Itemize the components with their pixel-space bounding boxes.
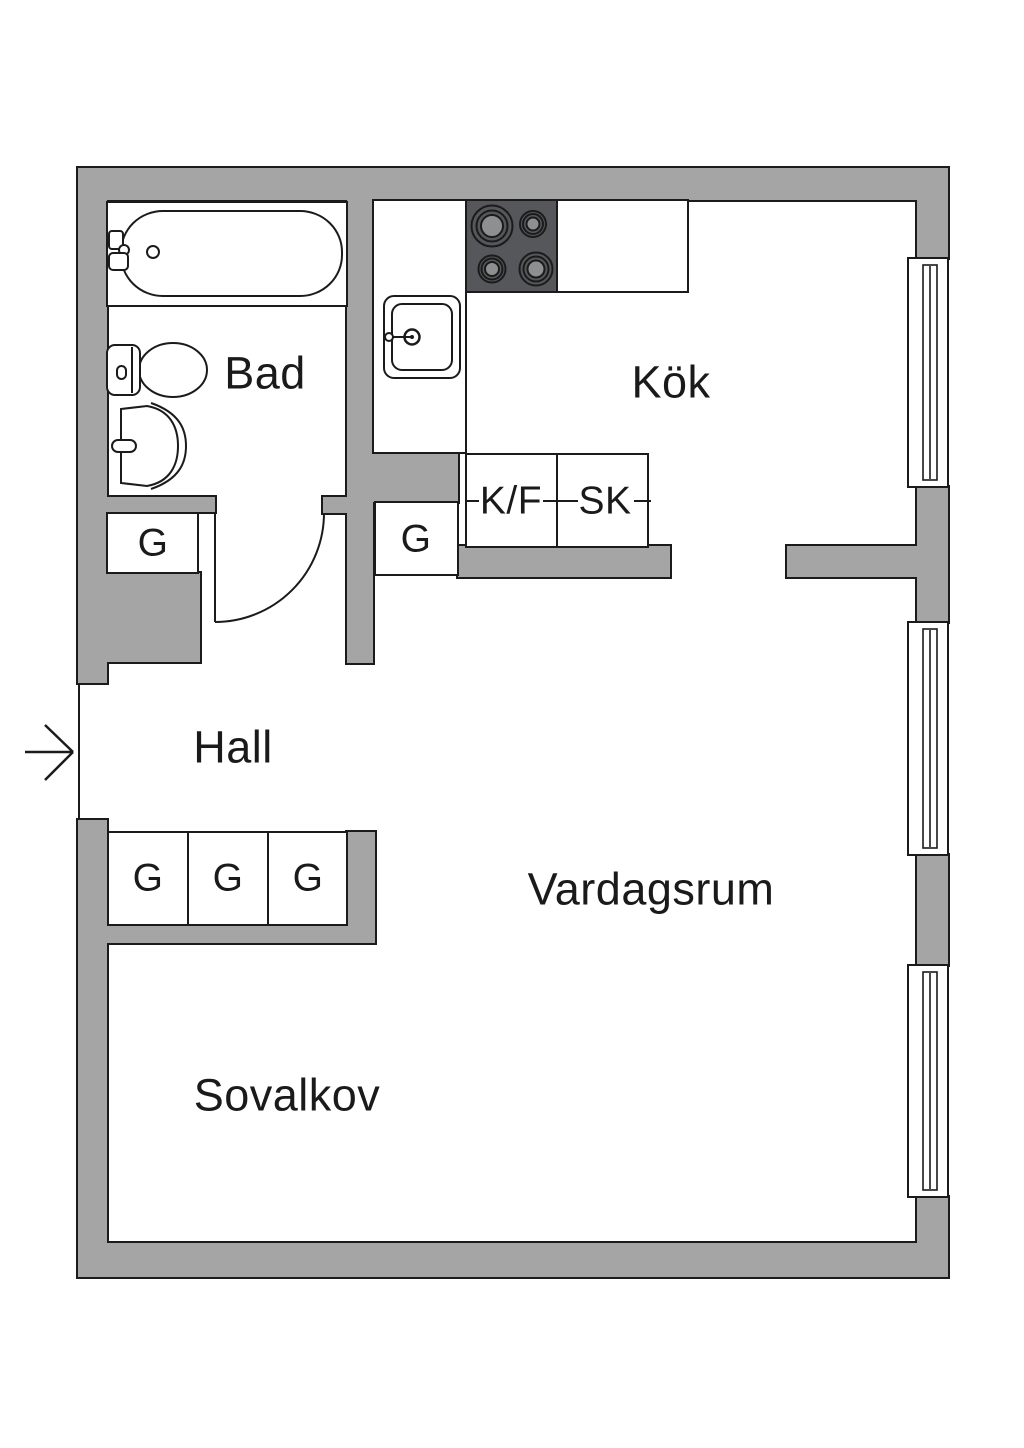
wall-segment bbox=[347, 832, 375, 938]
room-label-sleeping-alcove: Sovalkov bbox=[194, 1070, 381, 1121]
wall-segment bbox=[917, 855, 948, 965]
wardrobe-box bbox=[374, 501, 459, 576]
wardrobe-label: G bbox=[401, 518, 432, 561]
label-backing bbox=[578, 477, 634, 525]
bathroom-sink bbox=[111, 402, 188, 490]
wardrobe-label: G bbox=[293, 857, 324, 900]
wardrobe-label: G bbox=[133, 857, 164, 900]
fridge-freezer-label: K/F bbox=[480, 480, 542, 523]
burner-ring bbox=[470, 204, 514, 248]
burner bbox=[484, 261, 500, 277]
wall-segment bbox=[107, 573, 200, 662]
toilet-button bbox=[116, 365, 127, 380]
room-label-bathroom: Bad bbox=[224, 348, 306, 399]
bathtub-area bbox=[106, 201, 348, 307]
cabinet-label: SK bbox=[578, 480, 631, 523]
burner-ring bbox=[519, 210, 547, 238]
burner-ring bbox=[477, 254, 507, 284]
burner bbox=[526, 259, 546, 279]
window-kitchen bbox=[907, 257, 949, 488]
burner bbox=[525, 216, 541, 232]
wall-segment bbox=[107, 497, 215, 512]
sink-tap-head bbox=[403, 328, 421, 346]
room-label-hall: Hall bbox=[193, 722, 273, 773]
wardrobe-label: G bbox=[213, 857, 244, 900]
walls bbox=[76, 166, 950, 1279]
kitchen-sink bbox=[383, 295, 461, 379]
window-living-upper bbox=[907, 621, 949, 856]
room-label-living-room: Vardagsrum bbox=[528, 864, 775, 915]
window-living-lower bbox=[907, 964, 949, 1198]
wall-segment bbox=[78, 820, 107, 1277]
sink-outer-rim bbox=[150, 402, 188, 490]
sink-tap-dot bbox=[410, 335, 414, 339]
burner-ring bbox=[518, 251, 554, 287]
toilet-bowl bbox=[138, 342, 208, 398]
wall-segment bbox=[323, 497, 347, 513]
wardrobe-box bbox=[106, 512, 199, 574]
stove bbox=[465, 199, 558, 293]
kitchen-cabinets: K/F SK bbox=[465, 453, 651, 548]
wall-segment bbox=[458, 546, 670, 577]
sink-basin bbox=[120, 404, 180, 488]
wall-segment bbox=[787, 546, 917, 577]
bathtub-drain bbox=[146, 245, 160, 259]
burner-ring bbox=[475, 209, 509, 243]
wall-segment bbox=[78, 168, 107, 683]
entry-arrow-icon bbox=[25, 724, 74, 781]
door-swing-arc bbox=[214, 512, 325, 623]
wall-segment bbox=[373, 453, 458, 502]
wardrobe-label: G bbox=[138, 522, 169, 565]
burner bbox=[480, 214, 504, 238]
wall-segment bbox=[107, 925, 375, 943]
bathtub-faucet bbox=[108, 230, 124, 250]
sink-tap-base bbox=[384, 332, 394, 342]
wall-segment bbox=[78, 168, 948, 200]
wall-segment bbox=[917, 487, 948, 622]
bathroom-door bbox=[214, 512, 325, 623]
room-labels: Bad Kök Hall Vardagsrum Sovalkov bbox=[193, 348, 774, 1121]
room-label-kitchen: Kök bbox=[631, 357, 710, 408]
bathtub-faucet bbox=[108, 252, 129, 271]
wardrobe-box bbox=[107, 831, 189, 926]
burner-ring bbox=[522, 255, 550, 283]
wall-segment bbox=[917, 168, 948, 258]
wall-segment bbox=[917, 1197, 948, 1277]
wardrobe-box bbox=[267, 831, 348, 926]
label-backing bbox=[479, 477, 543, 525]
burner-ring bbox=[522, 213, 544, 235]
toilet bbox=[106, 342, 208, 398]
wall-segment bbox=[347, 200, 373, 663]
wardrobes: G G G G G bbox=[106, 501, 459, 926]
burner-ring bbox=[480, 257, 504, 281]
wall-segment bbox=[78, 1243, 948, 1277]
entrance bbox=[25, 684, 80, 819]
sink-tap bbox=[111, 439, 137, 453]
